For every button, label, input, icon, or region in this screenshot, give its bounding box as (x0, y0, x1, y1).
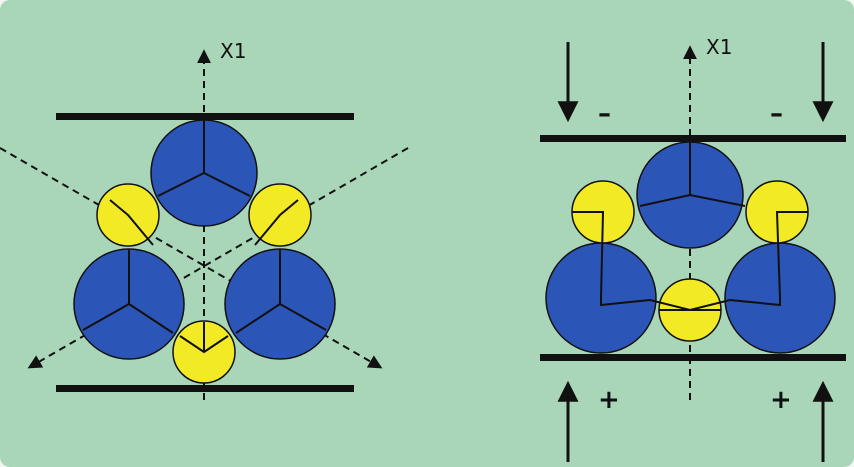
right-top-plate (540, 135, 846, 142)
right-sign-bottom-right: + (770, 385, 792, 415)
left-x1-label: X1 (220, 39, 246, 63)
left-bond-lower-left-branch (128, 303, 174, 334)
left-bond-lower-right-branch (235, 303, 281, 334)
right-bottom-plate (540, 354, 846, 361)
left-bond-upper-left (109, 199, 154, 246)
left-diagram: X1 (0, 39, 409, 400)
right-diagram: X1 – – + + (540, 35, 846, 462)
right-bond-right-small (775, 211, 808, 299)
right-sign-top-right: – (770, 99, 783, 129)
right-sign-bottom-left: + (598, 385, 620, 415)
left-bottom-plate (56, 385, 354, 392)
right-x1-label: X1 (706, 35, 732, 59)
left-bond-upper-right (254, 199, 299, 246)
right-sign-top-left: – (598, 99, 611, 129)
left-top-plate (56, 113, 354, 120)
right-bond-left-small (572, 211, 605, 299)
